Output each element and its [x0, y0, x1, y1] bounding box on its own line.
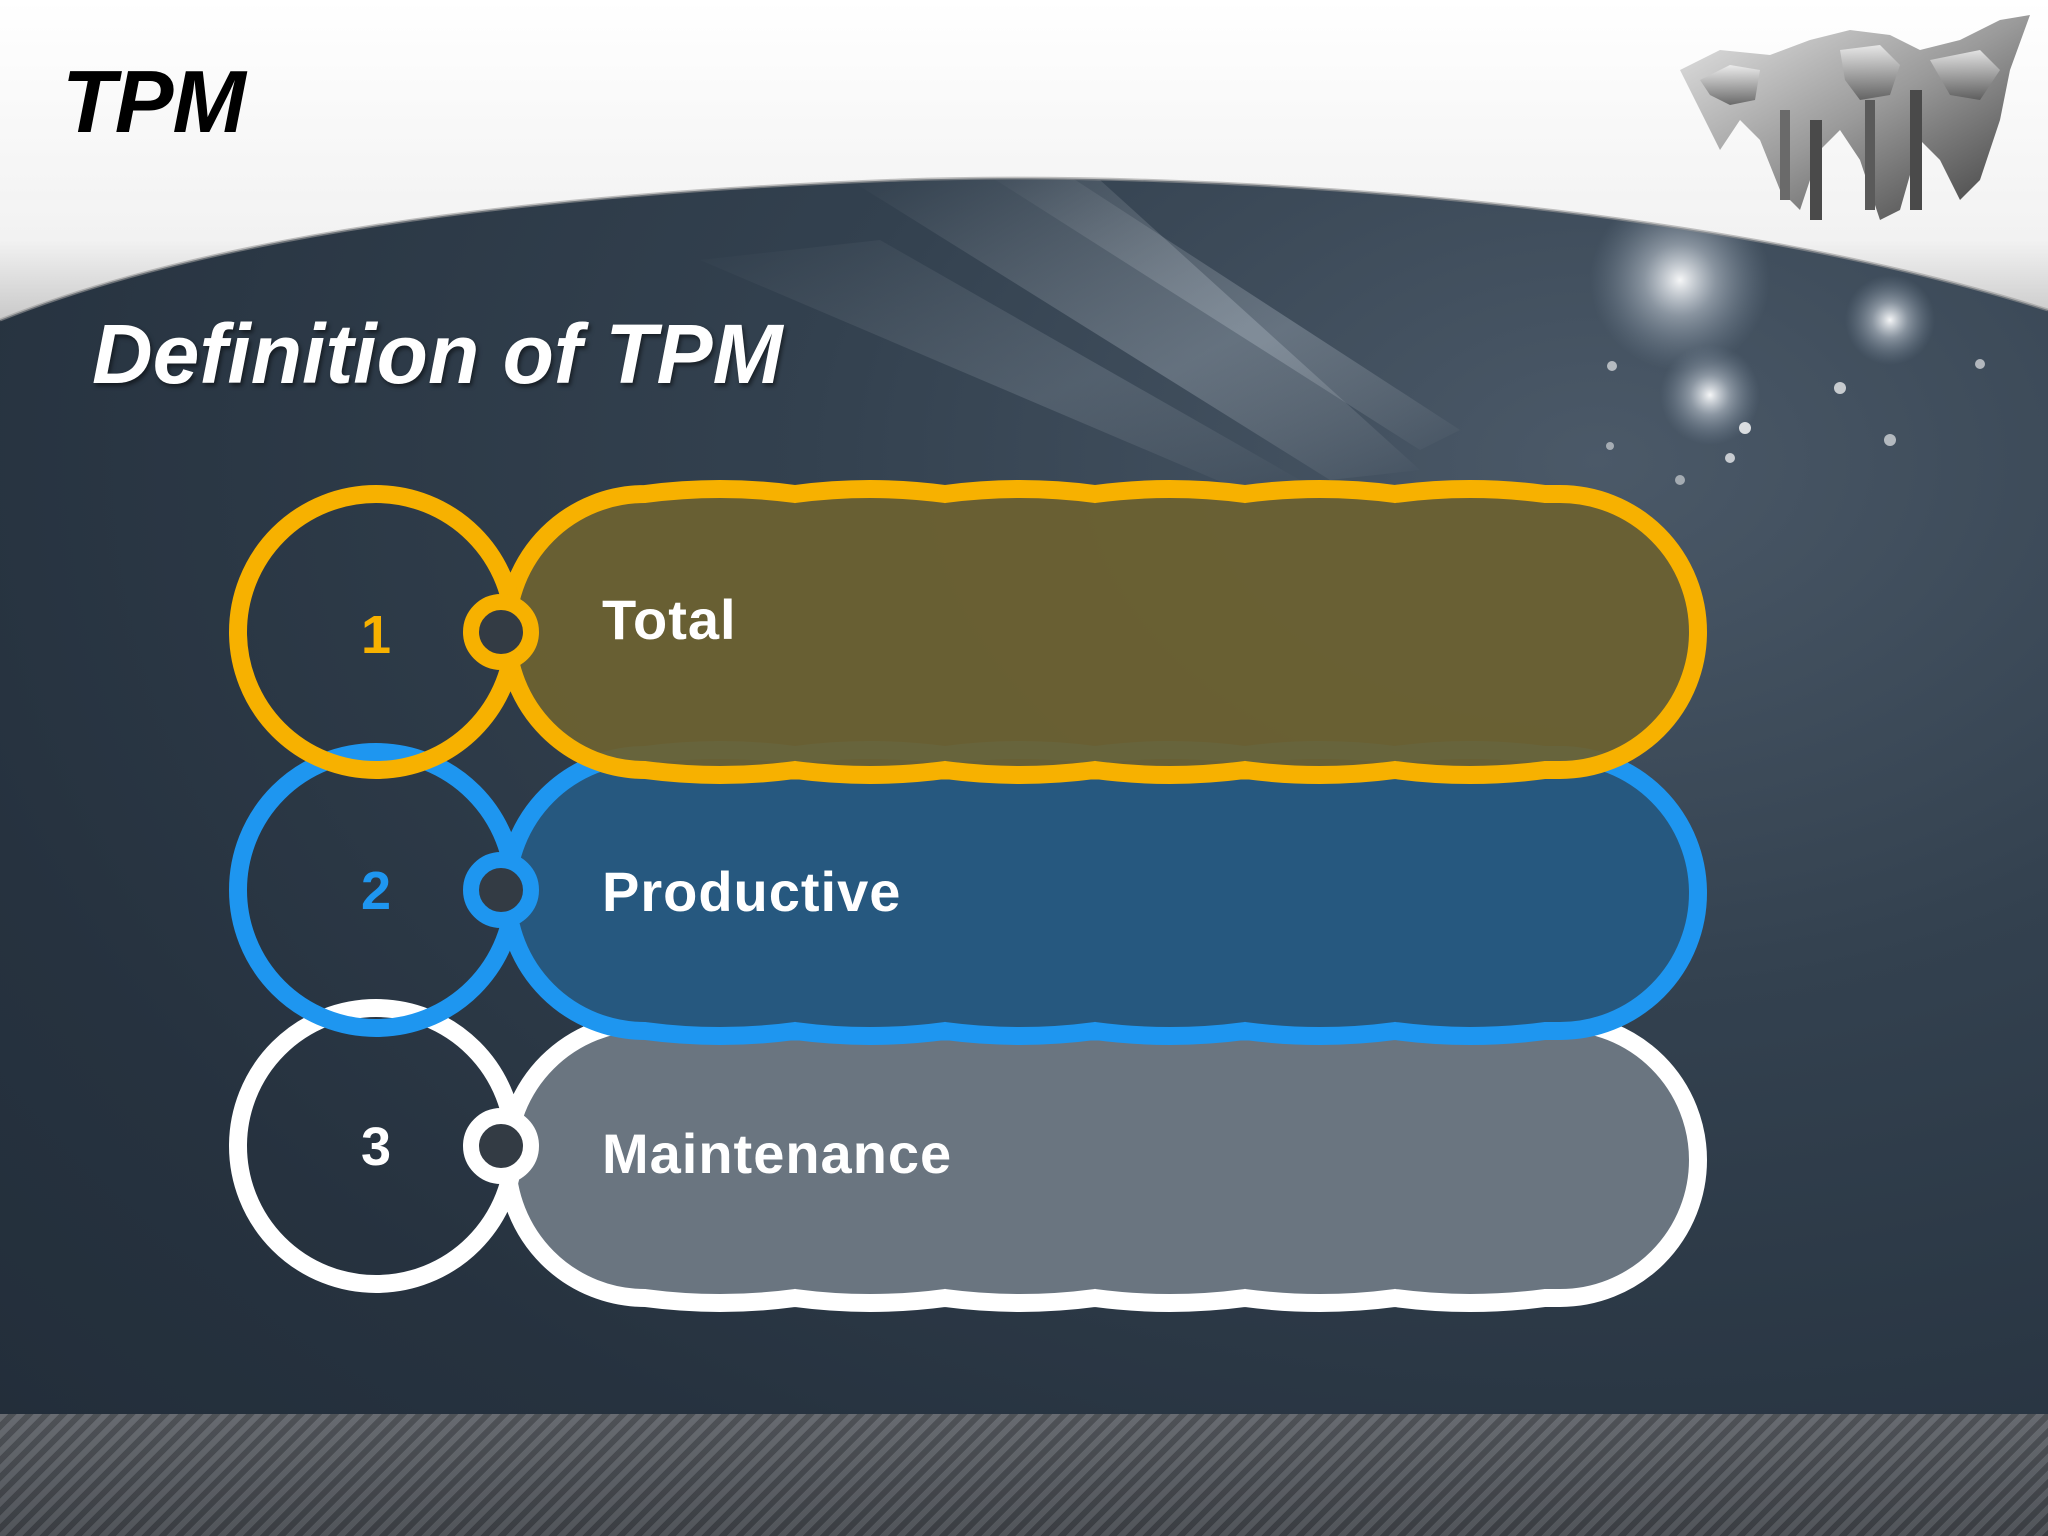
list-item-3-label: Maintenance	[602, 1122, 953, 1185]
list-item-2-shape	[229, 741, 1707, 1045]
list-item-1-connector-icon	[463, 594, 539, 670]
list-item-3-number: 3	[360, 1117, 392, 1177]
list-item-1-label: Total	[602, 588, 737, 651]
list-item-1-shape	[229, 480, 1707, 784]
slide-title: Definition of TPM	[92, 307, 783, 401]
header-band	[0, 0, 2048, 322]
list-item-3-shape	[229, 999, 1707, 1312]
list-item-1-number: 1	[360, 605, 392, 665]
footer-stripe	[0, 1414, 2048, 1536]
list-item-2-number: 2	[360, 861, 392, 921]
list-item-1-pill	[498, 480, 1707, 784]
header-title: TPM	[62, 52, 246, 151]
list-item-3-connector-icon	[463, 1108, 539, 1184]
list-item-2-connector-icon	[463, 852, 539, 928]
list-item-2-label: Productive	[602, 860, 902, 923]
world-map-globe-icon	[1680, 15, 2030, 220]
